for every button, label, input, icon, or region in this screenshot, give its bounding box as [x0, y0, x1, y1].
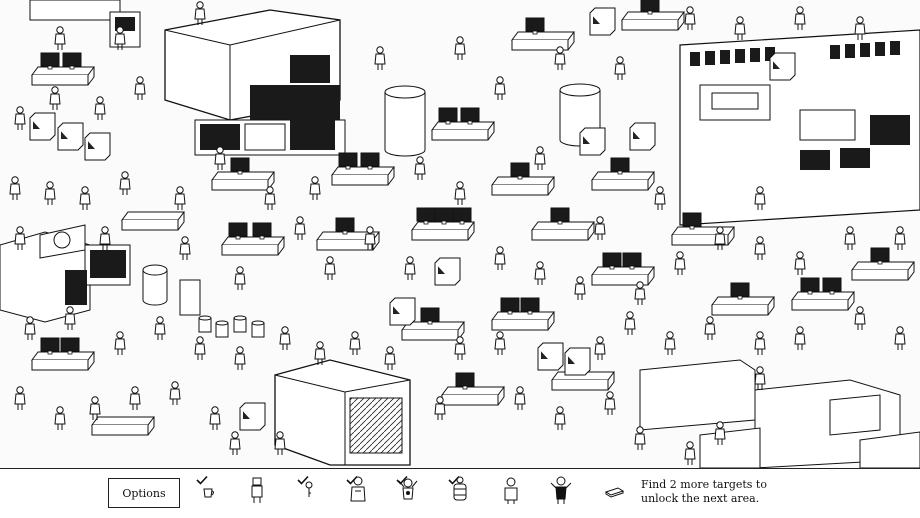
- waving-man-icon: [550, 476, 572, 504]
- flask-machine: [142, 264, 201, 316]
- cup-icon: [203, 488, 214, 498]
- found-check-icon: [346, 475, 358, 485]
- machine-left: [0, 224, 131, 323]
- options-button[interactable]: Options: [108, 478, 180, 508]
- building-top-right: [679, 29, 920, 226]
- server-block-large: [164, 9, 346, 156]
- soap-bar-icon: [604, 487, 625, 498]
- target-bar: Options Find 2 more targets to unlock th…: [0, 469, 920, 518]
- found-check-icon: [448, 475, 460, 485]
- target-slot-waving-man[interactable]: [546, 473, 576, 515]
- containers-bottom-right: [639, 359, 920, 468]
- hint-line-2: unlock the next area.: [641, 492, 760, 505]
- dancer-icon: [398, 478, 418, 500]
- target-slot-cup[interactable]: [193, 473, 223, 515]
- hint-line-1: Find 2 more targets to: [641, 478, 767, 491]
- tanks: [384, 83, 601, 157]
- worker-icon: [504, 477, 518, 504]
- target-slot-worker[interactable]: [496, 473, 526, 515]
- container-bottom-center: [274, 359, 411, 466]
- barrel-robot-icon: [453, 476, 467, 501]
- target-slot-scientist[interactable]: [343, 473, 373, 515]
- barrels: [198, 315, 265, 338]
- key-icon: [305, 481, 313, 497]
- scientist-icon: [350, 476, 366, 502]
- target-slot-dancer[interactable]: [393, 473, 423, 515]
- found-check-icon: [396, 475, 408, 485]
- game-scene[interactable]: [0, 0, 920, 469]
- office-illustration[interactable]: [0, 0, 920, 468]
- target-slot-soap-bar[interactable]: [599, 473, 629, 515]
- robot-worker-icon: [251, 477, 263, 503]
- target-slot-robot-worker[interactable]: [242, 473, 272, 515]
- found-check-icon: [297, 475, 309, 485]
- found-check-icon: [196, 475, 208, 485]
- hint-text: Find 2 more targets to unlock the next a…: [641, 478, 801, 506]
- target-slot-key[interactable]: [294, 473, 324, 515]
- target-slot-barrel-robot[interactable]: [445, 473, 475, 515]
